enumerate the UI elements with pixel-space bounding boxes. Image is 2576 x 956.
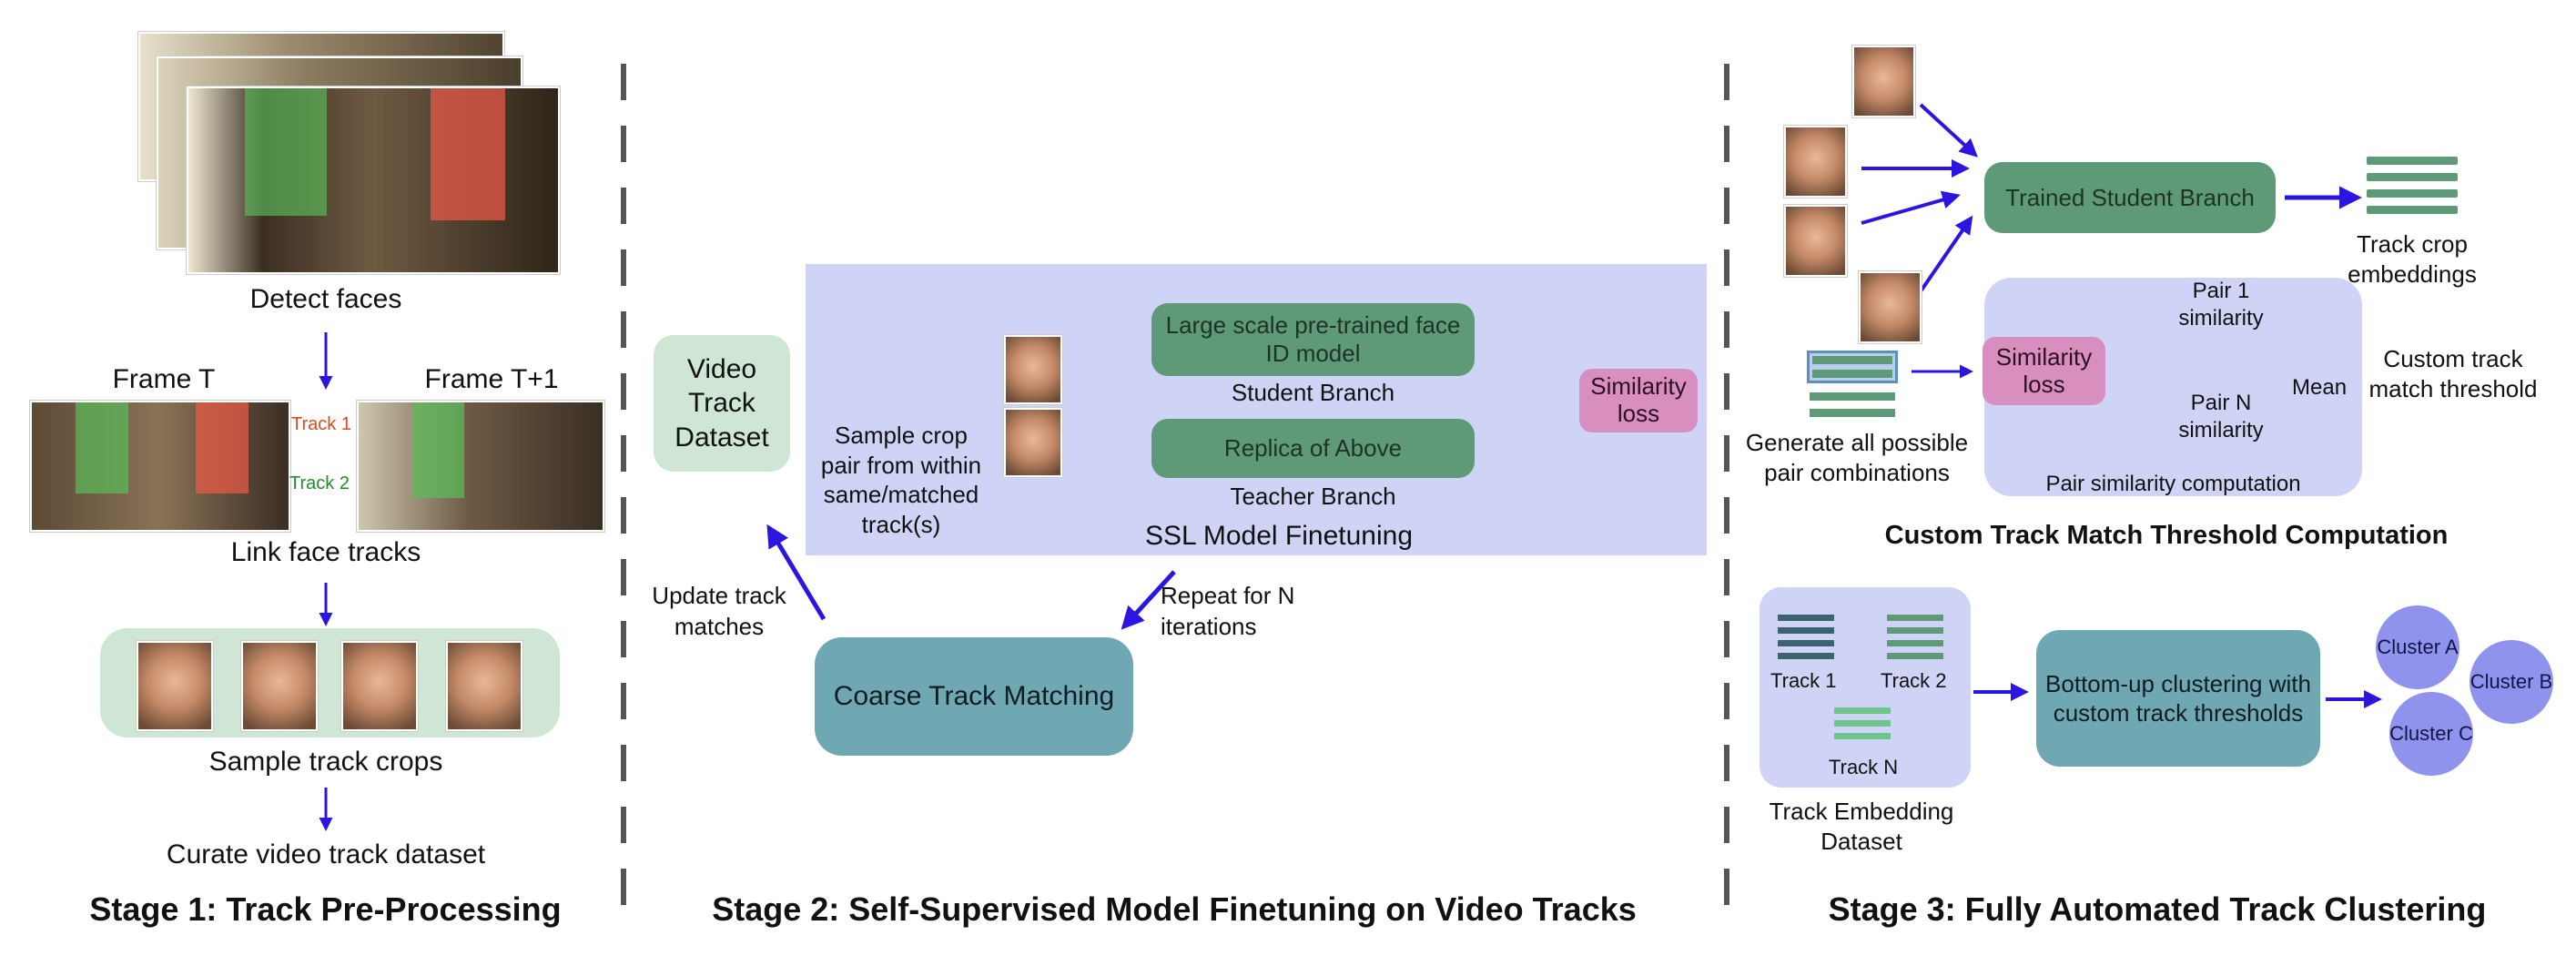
dataset-track2-label: Track 2 xyxy=(1881,669,1947,692)
pairN-similarity-label: Pair N similarity xyxy=(2178,391,2264,442)
ssl-face-1 xyxy=(1004,335,1062,404)
coarse-track-matching-box: Coarse Track Matching xyxy=(815,637,1133,756)
crop-face-1 xyxy=(137,641,213,731)
ssl-face-2 xyxy=(1004,408,1062,477)
crop-face-2 xyxy=(241,641,318,731)
arrow-ssl-to-coarse xyxy=(1121,570,1176,630)
trained-student-box: Trained Student Branch xyxy=(1984,162,2276,233)
ssl-similarity-loss-box: Similarity loss xyxy=(1579,369,1698,432)
student-branch-label: Student Branch xyxy=(1231,379,1395,406)
repeat-label: Repeat for N iterations xyxy=(1161,582,1295,640)
track-crop-embeddings-label: Track crop embeddings xyxy=(2348,230,2477,288)
arrow-s3-face1 xyxy=(1919,103,1978,158)
pairs-icon xyxy=(1807,351,1898,417)
s3-face-3 xyxy=(1784,205,1847,277)
update-track-matches-label: Update track matches xyxy=(652,582,786,640)
bottom-up-clustering-box: Bottom-up clustering with custom track t… xyxy=(2036,630,2320,767)
pair1-similarity-label: Pair 1 similarity xyxy=(2178,279,2264,331)
track-embedding-dataset-panel: Track 1 Track 2 Track N xyxy=(1760,587,1971,788)
cluster-b: Cluster B xyxy=(2470,640,2553,724)
student-model-box: Large scale pre-trained face ID model xyxy=(1151,303,1475,376)
curate-label: Curate video track dataset xyxy=(166,839,486,870)
dataset-track1-label: Track 1 xyxy=(1770,669,1837,692)
track2-label: Track 2 xyxy=(289,473,350,493)
pair-similarity-computation-label: Pair similarity computation xyxy=(2045,472,2301,496)
dataset-trackN-label: Track N xyxy=(1829,756,1899,778)
custom-threshold-section-title: Custom Track Match Threshold Computation xyxy=(1884,521,2449,550)
s3-similarity-loss-box: Similarity loss xyxy=(1983,337,2105,405)
stage1-title: Stage 1: Track Pre-Processing xyxy=(89,890,562,928)
frame-t1-label: Frame T+1 xyxy=(424,364,559,394)
s3-face-4 xyxy=(1859,271,1922,343)
teacher-branch-label: Teacher Branch xyxy=(1230,483,1396,510)
custom-threshold-label: Custom track match threshold xyxy=(2368,345,2538,402)
detect-faces-label: Detect faces xyxy=(249,284,402,314)
stage2-title: Stage 2: Self-Supervised Model Finetunin… xyxy=(712,890,1637,928)
stage3-title: Stage 3: Fully Automated Track Clusterin… xyxy=(1828,890,2487,928)
track-crop-embeddings-icon xyxy=(2367,157,2458,214)
detected-face-red xyxy=(431,88,505,220)
generate-pairs-label: Generate all possible pair combinations xyxy=(1745,429,1969,486)
mean-label: Mean xyxy=(2292,375,2348,400)
video-frame-front xyxy=(187,86,560,274)
track-embedding-dataset-label: Track Embedding Dataset xyxy=(1769,798,1954,855)
frame-t1-image xyxy=(357,401,604,532)
arrow-coarse-to-dataset xyxy=(766,524,827,621)
video-track-dataset-box: Video Track Dataset xyxy=(654,335,790,472)
ssl-finetuning-label: SSL Model Finetuning xyxy=(1144,521,1414,551)
arrow-s3-face3 xyxy=(1861,190,1961,225)
arrow-s3-face4 xyxy=(1919,215,1973,293)
sample-crops-box xyxy=(100,628,560,737)
teacher-model-box: Replica of Above xyxy=(1151,419,1475,478)
link-face-tracks-label: Link face tracks xyxy=(230,537,421,567)
frame-t-label: Frame T xyxy=(112,364,216,394)
track2-embeddings xyxy=(1887,615,1943,659)
sample-track-crops-label: Sample track crops xyxy=(208,747,443,777)
detected-face-green xyxy=(245,88,327,216)
frame-t-face-green xyxy=(76,402,128,493)
cluster-c: Cluster C xyxy=(2389,692,2473,776)
s3-face-1 xyxy=(1852,46,1915,117)
s3-face-2 xyxy=(1784,126,1847,198)
crop-face-3 xyxy=(341,641,418,731)
frame-t-image xyxy=(30,401,290,532)
frame-t-face-red xyxy=(196,402,248,493)
track1-label: Track 1 xyxy=(291,414,351,434)
cluster-a: Cluster A xyxy=(2376,605,2459,689)
track1-embeddings xyxy=(1778,615,1834,659)
frame-t1-face-green xyxy=(413,402,464,498)
sample-crop-label: Sample crop pair from within same/matche… xyxy=(820,422,982,538)
trackN-embeddings xyxy=(1834,707,1891,739)
crop-face-4 xyxy=(446,641,522,731)
